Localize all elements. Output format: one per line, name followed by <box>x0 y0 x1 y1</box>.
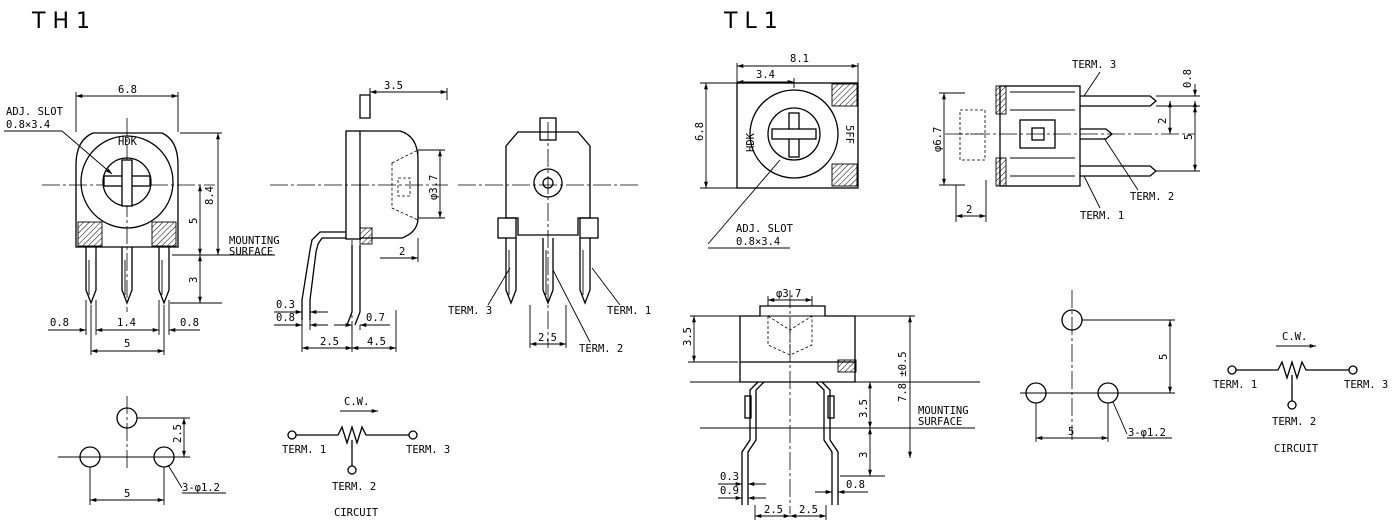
th1-adj-slot-label: ADJ. SLOT <box>6 106 64 118</box>
th1-circuit-term3: TERM. 3 <box>406 444 450 456</box>
tl1-term1-label: TERM. 1 <box>1080 210 1124 222</box>
th1-dim-knob-dia: φ3.7 <box>428 175 440 200</box>
th1-term3-label: TERM. 3 <box>448 305 492 317</box>
tl1-dim-side-03: 0.3 <box>720 471 739 483</box>
th1-adj-slot-dim: 0.8×3.4 <box>6 119 50 131</box>
th1-dim-pitch: 5 <box>124 338 130 350</box>
th1-term1-label: TERM. 1 <box>607 305 651 317</box>
th1-dim-side-width: 3.5 <box>384 80 403 92</box>
th1-title: TH1 <box>31 9 97 34</box>
th1-dim-side-07: 0.7 <box>366 312 385 324</box>
tl1-mounting-1: MOUNTING <box>918 405 969 417</box>
tl1-circuit-cw: C.W. <box>1282 331 1307 343</box>
th1-dim-front-25: 2.5 <box>538 332 557 344</box>
tl1-term3-label: TERM. 3 <box>1072 59 1116 71</box>
tl1-side-view: φ3.7 3.5 7.8 ±0.5 3.5 3 MOUNTING SURFACE… <box>682 288 980 520</box>
th1-dim-lead-w2: 0.8 <box>180 317 199 329</box>
th1-dim-center-height: 5 <box>188 218 200 224</box>
th1-dim-side-45: 4.5 <box>367 336 386 348</box>
tl1-pcb-layout: 5 5 3-φ1.2 <box>1020 290 1175 442</box>
tl1-dim-leg-35: 3.5 <box>858 399 870 418</box>
th1-brand: HDK <box>118 136 138 148</box>
tl1-dim-pitch-b: 2.5 <box>799 504 818 516</box>
tl1-dim-lead-5: 5 <box>1183 134 1195 140</box>
tl1-dim-slot-offset: 3.4 <box>756 69 775 81</box>
th1-side-view: 3.5 φ3.7 2 0.3 0.8 0.7 2.5 4.5 <box>270 80 448 352</box>
tl1-terminal-view: φ6.7 0.8 2 5 2 TERM. 3 TERM. 2 T <box>932 59 1200 222</box>
th1-pcb-layout: 2.5 5 3-φ1.2 <box>58 396 226 505</box>
tl1-circuit: C.W. TERM. 1 TERM. 3 TERM. 2 CIRCUIT <box>1213 331 1388 455</box>
tl1-term2-label: TERM. 2 <box>1130 191 1174 203</box>
th1-dim-side-03: 0.3 <box>276 299 295 311</box>
th1-pcb-5: 5 <box>124 488 130 500</box>
tl1-brand: HDK <box>745 132 757 152</box>
tl1-marking: 5FF <box>843 125 855 144</box>
tl1-holes: 3-φ1.2 <box>1128 427 1166 439</box>
tl1-circuit-term3: TERM. 3 <box>1344 379 1388 391</box>
tl1-dim-total: 7.8 ±0.5 <box>897 351 909 402</box>
th1-dim-lead-length: 3 <box>188 277 200 283</box>
th1-mounting-2: SURFACE <box>229 246 273 258</box>
th1-term2-label: TERM. 2 <box>579 343 623 355</box>
th1-dim-side-08: 0.8 <box>276 312 295 324</box>
tl1-dim-lead-08: 0.8 <box>1182 69 1194 88</box>
th1-circuit-term2: TERM. 2 <box>332 481 376 493</box>
tl1-dim-lead-2: 2 <box>1157 118 1169 124</box>
th1-dim-height: 8.4 <box>204 186 216 205</box>
tl1-mounting-2: SURFACE <box>918 416 962 428</box>
tl1-dim-width: 8.1 <box>790 53 809 65</box>
tl1-dim-left-2: 2 <box>966 204 972 216</box>
th1-circuit-caption: CIRCUIT <box>334 507 379 519</box>
th1-dim-width: 6.8 <box>118 84 137 96</box>
tl1-title: TL1 <box>723 9 785 34</box>
tl1-adj-slot-dim: 0.8×3.4 <box>736 236 780 248</box>
tl1-adj-slot-label: ADJ. SLOT <box>736 223 794 235</box>
tl1-circuit-term1: TERM. 1 <box>1213 379 1257 391</box>
tl1-circuit-caption: CIRCUIT <box>1274 443 1319 455</box>
th1-holes: 3-φ1.2 <box>182 482 220 494</box>
tl1-dim-dia: φ6.7 <box>932 127 944 152</box>
th1-circuit-cw: C.W. <box>344 396 369 408</box>
tl1-circuit-term2: TERM. 2 <box>1272 416 1316 428</box>
tl1-dim-pitch-a: 2.5 <box>764 504 783 516</box>
tl1-pcb-5h: 5 <box>1068 426 1074 438</box>
th1-dim-lead-w1: 0.8 <box>50 317 69 329</box>
th1-dim-lead-gap: 1.4 <box>117 317 136 329</box>
th1-pcb-25: 2.5 <box>172 424 184 443</box>
tl1-dim-body-35: 3.5 <box>682 327 694 346</box>
tl1-pcb-5v: 5 <box>1158 354 1170 360</box>
th1-dim-knob-offset: 2 <box>399 246 405 258</box>
tl1-dim-side-09: 0.9 <box>720 485 739 497</box>
th1-terminal-view: TERM. 3 TERM. 1 TERM. 2 2.5 <box>448 117 651 355</box>
tl1-top-view: HDK 5FF 8.1 3.4 6.8 ADJ. SLOT 0.8×3.4 <box>694 53 859 249</box>
th1-dim-side-25: 2.5 <box>320 336 339 348</box>
th1-circuit-term1: TERM. 1 <box>282 444 326 456</box>
th1-front-view: HDK ADJ. SLOT 0.8×3.4 6.8 8.4 5 3 MOUNTI… <box>4 84 280 355</box>
tl1-dim-knob-dia: φ3.7 <box>776 288 801 300</box>
th1-mounting-1: MOUNTING <box>229 235 280 247</box>
tl1-dim-leg-3: 3 <box>858 452 870 458</box>
tl1-dim-side-08: 0.8 <box>846 479 865 491</box>
tl1-dim-height: 6.8 <box>694 122 706 141</box>
th1-circuit: C.W. TERM. 1 TERM. 3 TERM. 2 CIRCUIT <box>282 396 450 519</box>
